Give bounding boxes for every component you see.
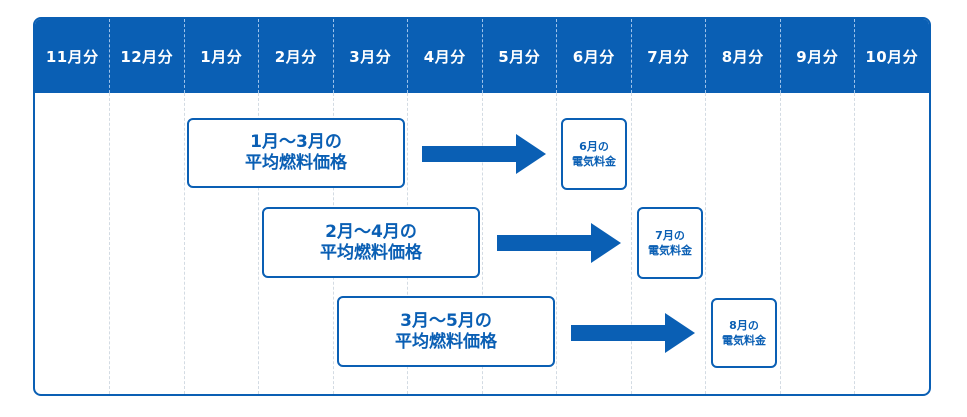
header-divider	[407, 19, 408, 93]
electricity-rate-box: 7月の 電気料金	[637, 207, 703, 279]
rate-month-label: 7月の	[655, 229, 685, 242]
electricity-rate-box: 6月の 電気料金	[561, 118, 627, 190]
month-label: 8月分	[721, 47, 764, 66]
header-divider	[109, 19, 110, 93]
month-label: 7月分	[647, 47, 690, 66]
header-divider	[854, 19, 855, 93]
header-divider	[556, 19, 557, 93]
right-arrow-icon	[422, 134, 546, 174]
month-label: 6月分	[572, 47, 615, 66]
right-arrow-icon	[497, 223, 621, 263]
column-divider	[705, 93, 706, 394]
period-range-label: 2月～4月の	[325, 221, 417, 242]
period-range-label: 1月～3月の	[250, 132, 342, 152]
electricity-rate-box: 8月の 電気料金	[711, 298, 777, 368]
header-divider	[630, 19, 632, 93]
header-divider	[705, 19, 706, 93]
rate-caption: 電気料金	[572, 155, 616, 168]
right-arrow-icon	[571, 313, 695, 353]
month-label: 12月分	[120, 47, 174, 66]
column-divider	[630, 93, 632, 394]
column-divider	[481, 93, 483, 394]
period-caption: 平均燃料価格	[395, 331, 497, 352]
rate-caption: 電気料金	[722, 334, 766, 347]
month-label: 3月分	[349, 47, 392, 66]
month-label: 11月分	[45, 47, 99, 66]
period-caption: 平均燃料価格	[245, 153, 347, 173]
month-label: 4月分	[423, 47, 466, 66]
header-divider	[332, 19, 334, 93]
header-divider	[183, 19, 185, 93]
column-divider	[258, 93, 259, 394]
rate-month-label: 8月の	[729, 319, 759, 332]
column-divider	[109, 93, 110, 394]
period-range-label: 3月～5月の	[400, 310, 492, 331]
period-caption: 平均燃料価格	[320, 242, 422, 263]
average-fuel-price-box: 3月～5月の 平均燃料価格	[337, 296, 555, 367]
average-fuel-price-box: 1月～3月の 平均燃料価格	[187, 118, 405, 188]
month-label: 10月分	[865, 47, 919, 66]
month-label: 2月分	[274, 47, 317, 66]
average-fuel-price-box: 2月～4月の 平均燃料価格	[262, 207, 480, 278]
month-label: 5月分	[498, 47, 541, 66]
header-divider	[481, 19, 483, 93]
month-label: 1月分	[200, 47, 243, 66]
month-header: 11月分 12月分 1月分 2月分 3月分 4月分 5月分 6月分 7月分 8月…	[35, 19, 929, 93]
header-divider	[258, 19, 259, 93]
month-label: 9月分	[796, 47, 839, 66]
rate-month-label: 6月の	[579, 140, 609, 153]
column-divider	[779, 93, 781, 394]
fuel-cost-adjustment-diagram: 11月分 12月分 1月分 2月分 3月分 4月分 5月分 6月分 7月分 8月…	[33, 17, 931, 396]
header-divider	[779, 19, 781, 93]
column-divider	[183, 93, 185, 394]
rate-caption: 電気料金	[648, 244, 692, 257]
column-divider	[854, 93, 855, 394]
